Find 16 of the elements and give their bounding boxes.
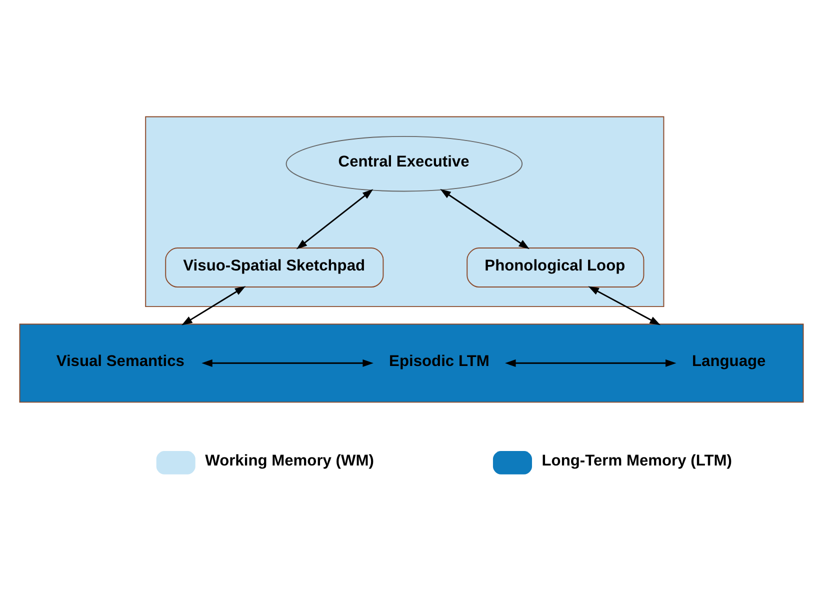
node-box: Visuo-Spatial Sketchpad	[165, 247, 384, 288]
cluster	[145, 116, 664, 307]
legend-label: Working Memory (WM)	[205, 452, 374, 469]
node-text: Episodic LTM	[389, 352, 490, 370]
arrow	[440, 188, 530, 249]
arrow	[182, 286, 246, 325]
arrow	[202, 358, 374, 366]
arrow	[296, 188, 374, 249]
arrow	[588, 286, 660, 325]
node-text: Visual Semantics	[56, 352, 184, 370]
cluster	[19, 323, 804, 402]
arrow	[505, 358, 676, 366]
node-ellipse: Central Executive	[286, 135, 523, 192]
node-box: Phonological Loop	[466, 247, 644, 288]
node-text: Language	[692, 352, 766, 370]
legend-label: Long-Term Memory (LTM)	[542, 452, 732, 469]
